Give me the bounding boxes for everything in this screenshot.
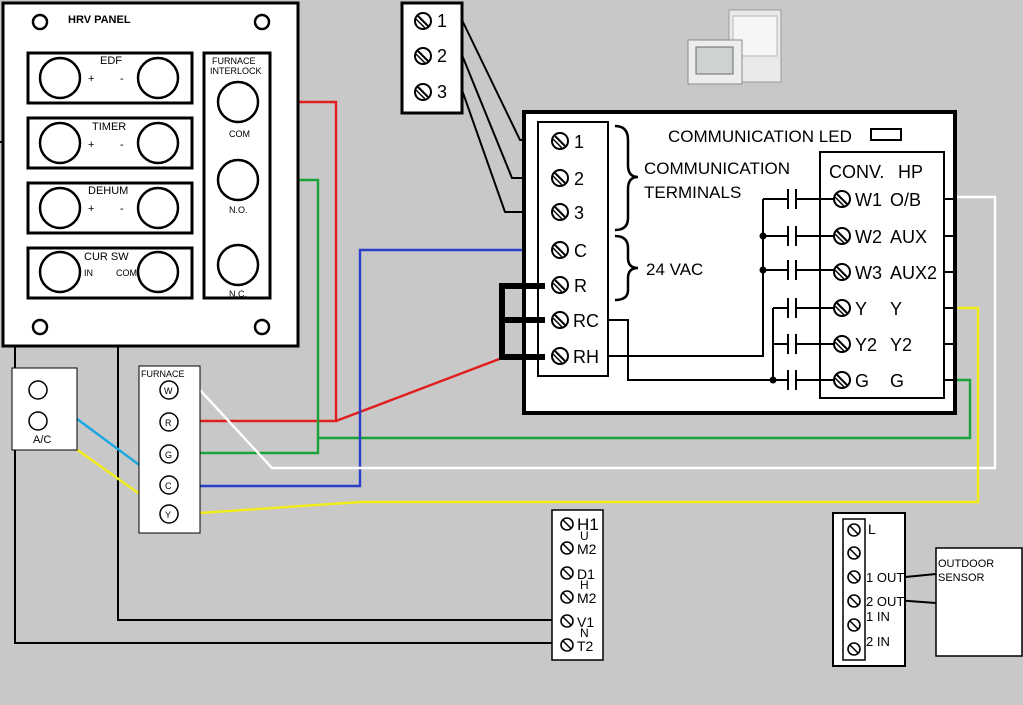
edf-minus: - <box>120 73 124 85</box>
conv-y: Y <box>855 299 867 319</box>
comm-terminals-label2: TERMINALS <box>644 183 741 202</box>
hum-m2: M2 <box>577 541 597 557</box>
tstat-term-2: 2 <box>574 169 584 189</box>
thermostat-photo <box>687 9 782 85</box>
dehum-minus: - <box>120 203 124 215</box>
sensor-2out: 2 OUT <box>866 594 904 609</box>
cursw-com: COM <box>116 268 137 278</box>
sensor-2in: 2 IN <box>866 634 890 649</box>
outdoor-sensor-line2: SENSOR <box>938 572 985 584</box>
hum-v1: V1 <box>577 614 594 630</box>
furnace-r: R <box>165 418 172 428</box>
hum-h1: H1 <box>577 515 599 534</box>
cursw-label: CUR SW <box>84 251 129 263</box>
hp-header: HP <box>898 162 923 182</box>
wire-green-g <box>318 378 972 440</box>
wire-red-rh <box>335 356 545 423</box>
conv-w3: W3 <box>855 263 882 283</box>
furnace-box: FURNACE W R G C Y <box>138 365 201 534</box>
hum-t2: T2 <box>577 638 594 654</box>
sensor-1out: 1 OUT <box>866 570 904 585</box>
thermostat-box: COMMUNICATION LED 1 2 3 C R RC RH COMMUN… <box>499 110 957 415</box>
timer-label: TIMER <box>92 121 126 133</box>
comm-led-label: COMMUNICATION LED <box>668 127 852 146</box>
conv-w1: W1 <box>855 190 882 210</box>
wire-yellow <box>199 306 980 515</box>
edf-label: EDF <box>100 55 122 67</box>
tstat-term-1: 1 <box>574 132 584 152</box>
timer-minus: - <box>120 139 124 151</box>
top-term-3: 3 <box>437 82 447 102</box>
outdoor-sensor-line1: OUTDOOR <box>938 558 994 570</box>
top-term-2: 2 <box>437 46 447 66</box>
furnace-label: FURNACE <box>141 369 185 379</box>
hum-m2b: M2 <box>577 590 597 606</box>
tstat-term-r: R <box>574 276 587 296</box>
dehum-plus: + <box>88 203 94 215</box>
timer-plus: + <box>88 139 94 151</box>
tstat-term-rc: RC <box>573 311 599 331</box>
tstat-term-c: C <box>574 241 587 261</box>
outdoor-sensor-box: OUTDOOR SENSOR <box>935 547 1023 657</box>
hp-y: Y <box>890 299 902 319</box>
hp-aux: AUX <box>890 227 927 247</box>
hum-terminal-block: H1 U M2 D1 H M2 V1 N T2 <box>551 509 604 661</box>
edf-plus: + <box>88 73 94 85</box>
hum-u: U <box>580 529 589 543</box>
cursw-in: IN <box>84 268 93 278</box>
hp-aux2: AUX2 <box>890 263 937 283</box>
conv-w2: W2 <box>855 227 882 247</box>
wire-blue <box>200 248 545 488</box>
conv-g: G <box>855 371 869 391</box>
vac-brace <box>614 234 639 302</box>
interlock-com: COM <box>229 129 250 139</box>
tstat-term-rh: RH <box>573 347 599 367</box>
furnace-y: Y <box>165 510 171 520</box>
hp-ob: O/B <box>890 190 921 210</box>
hum-d1: D1 <box>577 566 595 582</box>
hum-h: H <box>580 578 589 592</box>
top-term-1: 1 <box>437 11 447 31</box>
vac-label: 24 VAC <box>646 260 703 279</box>
conv-header: CONV. <box>829 162 884 182</box>
hum-n: N <box>580 626 589 640</box>
sensor-l: L <box>868 521 876 537</box>
ac-box: A/C <box>11 367 78 451</box>
comm-brace <box>614 124 639 232</box>
comm-led <box>870 128 902 141</box>
hp-g: G <box>890 371 904 391</box>
sensor-1in: 1 IN <box>866 609 890 624</box>
furnace-g: G <box>165 450 172 460</box>
hrv-panel: HRV PANEL EDF + - TIMER + - DEHUM + - CU… <box>1 1 300 348</box>
top-terminal-block: 1 2 3 <box>400 1 464 115</box>
interlock-no: N.O. <box>229 205 248 215</box>
interlock-title1: FURNACE <box>212 56 256 66</box>
interlock-nc: N.C. <box>229 289 247 299</box>
tstat-term-3: 3 <box>574 203 584 223</box>
hrv-title: HRV PANEL <box>68 14 131 26</box>
interlock-title2: INTERLOCK <box>210 66 262 76</box>
hp-y2: Y2 <box>890 335 912 355</box>
relay-contacts <box>608 189 834 390</box>
comm-terminals-label1: COMMUNICATION <box>644 159 790 178</box>
dehum-label: DEHUM <box>88 185 128 197</box>
ac-label: A/C <box>33 434 51 446</box>
furnace-c: C <box>165 481 172 491</box>
wire-white <box>199 195 997 470</box>
sensor-terminal-block: L 1 OUT 2 OUT 1 IN 2 IN <box>832 512 906 667</box>
furnace-w: W <box>164 386 173 396</box>
conv-y2: Y2 <box>855 335 877 355</box>
